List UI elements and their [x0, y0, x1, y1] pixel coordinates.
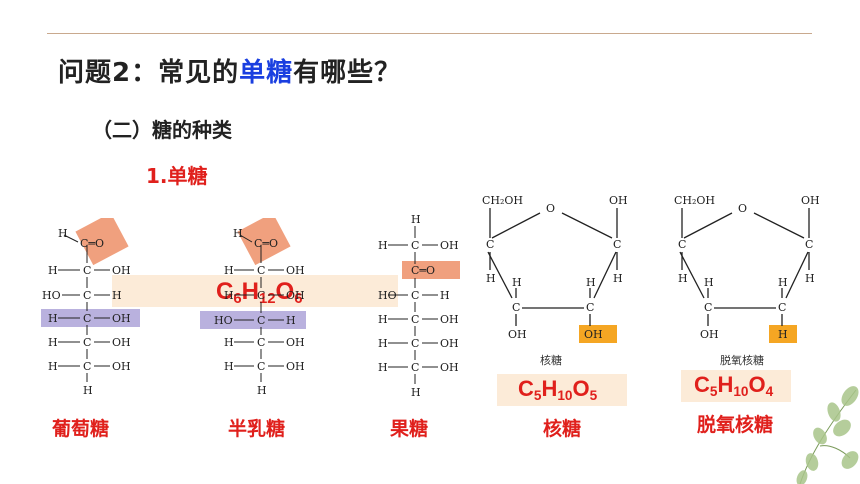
glucose-name: 葡萄糖 — [52, 418, 110, 440]
deoxyribose-formula-box — [681, 370, 791, 402]
deoxyribose-structure: CH₂OH O OH C C H H H H C C OH H — [674, 194, 820, 343]
hexose-formula-band — [112, 275, 398, 307]
ribose-formula: C5H10O5 — [518, 376, 598, 403]
question-title: 问题2：常见的单糖有哪些？ — [58, 58, 402, 88]
ribose-name: 核糖 — [543, 418, 582, 440]
highlight-term: 单糖 — [239, 58, 294, 88]
ribose-caption: 核糖 — [540, 354, 562, 367]
deoxyribose-caption: 脱氧核糖 — [720, 354, 764, 367]
title-divider — [47, 33, 812, 34]
fructose-name: 果糖 — [390, 418, 429, 440]
deoxyribose-name: 脱氧核糖 — [697, 414, 774, 436]
deoxyribose-formula: C5H10O4 — [694, 372, 774, 399]
subheading: （二）糖的种类 — [92, 118, 232, 142]
ribose-formula-box — [497, 374, 627, 406]
galactose-name: 半乳糖 — [228, 418, 286, 440]
ribose-structure: CH₂OH O OH C C H H H H C C OH OH — [482, 194, 628, 343]
leaf-decoration-icon — [796, 386, 859, 484]
hexose-formula: C6H12O6 — [216, 278, 303, 308]
section-title: 1.单糖 — [146, 164, 208, 188]
